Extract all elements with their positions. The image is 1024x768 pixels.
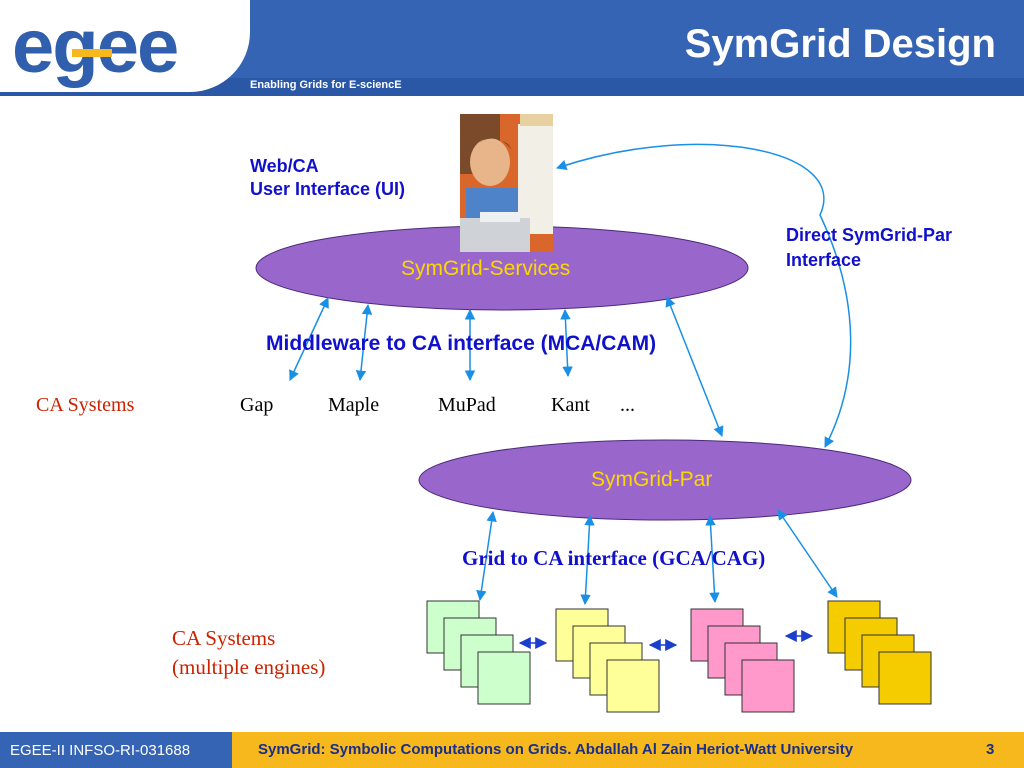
ca-system-kant: Kant: [551, 394, 590, 416]
direct-label-line1: Direct SymGrid-Par: [786, 225, 953, 245]
arrow-par-engine-1: [476, 510, 497, 602]
logo-area: egee: [0, 0, 250, 92]
arrow-par-engine-3: [705, 514, 720, 604]
egee-logo-icon: egee: [12, 4, 179, 89]
arrow-services-maple: [355, 303, 373, 382]
footer-left-block: [0, 732, 232, 768]
engines-label: CA Systems (multiple engines): [172, 624, 325, 682]
page-number: 3: [986, 741, 995, 758]
logo-accent: [72, 49, 112, 57]
engine-stack-4: [827, 600, 932, 705]
user-at-computer-photo: [460, 114, 553, 252]
ui-label-line1: Web/CA: [250, 156, 319, 176]
engine-stack-3: [690, 608, 795, 713]
ui-label: Web/CA User Interface (UI): [250, 155, 405, 201]
user-at-computer-photo-icon: [460, 114, 553, 252]
engine-stack-2: [555, 608, 660, 713]
ca-system-mupad: MuPad: [438, 394, 496, 416]
symgrid-par-label: SymGrid-Par: [591, 468, 713, 491]
header-stripe: [0, 78, 1024, 96]
ca-system-maple: Maple: [328, 394, 380, 416]
engine-stack-1: [426, 600, 531, 705]
direct-interface-label: Direct SymGrid-Par Interface: [786, 223, 952, 273]
arrow-direct-interface: [556, 143, 852, 448]
page-title: SymGrid Design: [684, 22, 996, 66]
ca-system-more: ...: [620, 394, 635, 416]
egee-logo-text: egee: [12, 4, 177, 89]
engines-label-line2: (multiple engines): [172, 655, 326, 679]
footer-citation: SymGrid: Symbolic Computations on Grids.…: [258, 741, 854, 758]
arrow-services-gap: [289, 297, 329, 381]
ui-label-line2: User Interface (UI): [250, 179, 406, 199]
arrow-services-par: [665, 296, 724, 437]
tagline: Enabling Grids for E-sciencE: [250, 79, 402, 91]
footer-project-id: EGEE-II INFSO-RI-031688: [10, 742, 191, 759]
arrow-par-engine-2: [580, 514, 595, 606]
symgrid-services-label: SymGrid-Services: [401, 257, 571, 280]
ca-systems-label: CA Systems: [36, 394, 135, 416]
engines-label-line1: CA Systems: [172, 626, 276, 650]
mca-interface-label: Middleware to CA interface (MCA/CAM): [266, 332, 657, 355]
ca-system-gap: Gap: [240, 394, 274, 416]
gca-interface-label: Grid to CA interface (GCA/CAG): [462, 546, 766, 570]
arrow-par-engine-4: [777, 509, 838, 598]
direct-label-line2: Interface: [786, 250, 862, 270]
